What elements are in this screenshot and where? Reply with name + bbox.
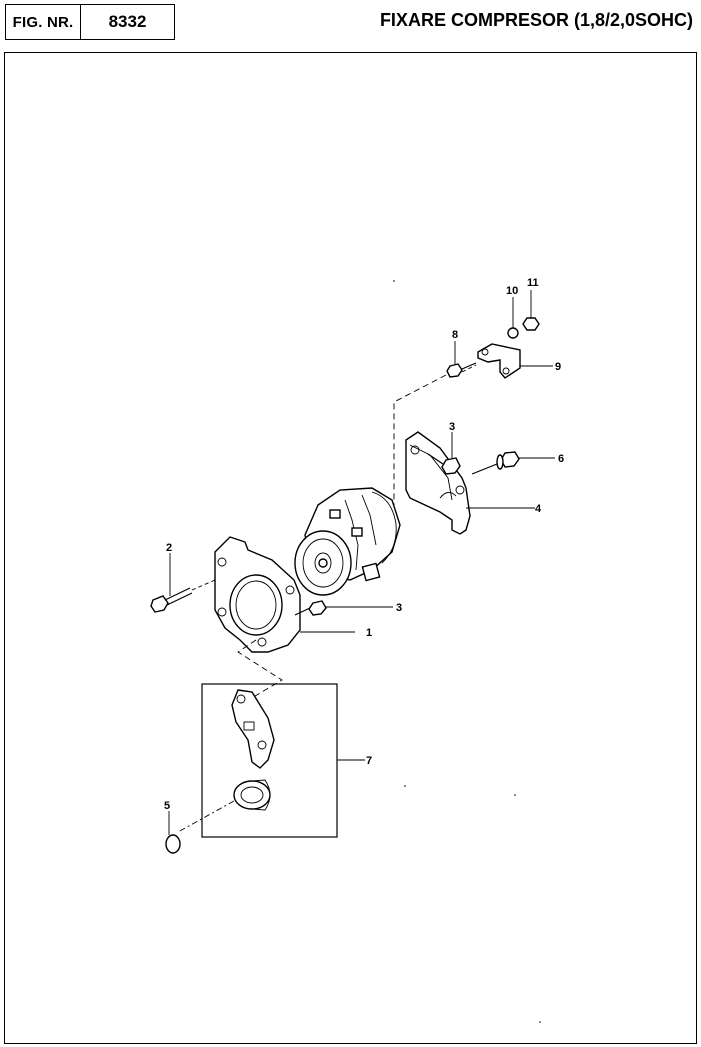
bracket-part-9 [477,343,553,379]
bolt-part-6 [471,451,555,475]
nut-part-11 [522,290,540,331]
bracket-part-4 [405,431,535,535]
bracket-part-1 [214,536,355,653]
diagram-frame [4,52,697,1044]
bolt-part-2 [150,553,216,613]
figure-label: FIG. NR. [6,5,81,39]
callout-7: 7 [366,755,372,767]
callout-10: 10 [506,285,518,297]
page-header: FIG. NR. 8332 FIXARE COMPRESOR (1,8/2,0S… [0,0,701,46]
callout-9: 9 [555,361,561,373]
callout-3-lower: 3 [396,602,402,614]
assembly-box-part-7 [177,683,365,838]
figure-number-box: FIG. NR. 8332 [5,4,175,40]
ac-compressor [294,487,401,596]
bolt-part-3-upper [427,432,461,475]
callout-5: 5 [164,800,170,812]
callout-1: 1 [366,627,372,639]
figure-number: 8332 [108,12,147,31]
page-title: FIXARE COMPRESOR (1,8/2,0SOHC) [379,10,693,30]
callout-3-upper: 3 [449,421,455,433]
o-ring-part-5 [165,811,181,854]
callout-2: 2 [166,542,172,554]
bolt-part-8 [446,341,477,378]
callout-4: 4 [535,503,542,515]
callout-8: 8 [452,329,458,341]
callout-6: 6 [558,453,564,465]
callout-11: 11 [527,277,539,289]
bolt-part-3-lower [294,600,393,616]
washer-part-10 [507,297,519,339]
